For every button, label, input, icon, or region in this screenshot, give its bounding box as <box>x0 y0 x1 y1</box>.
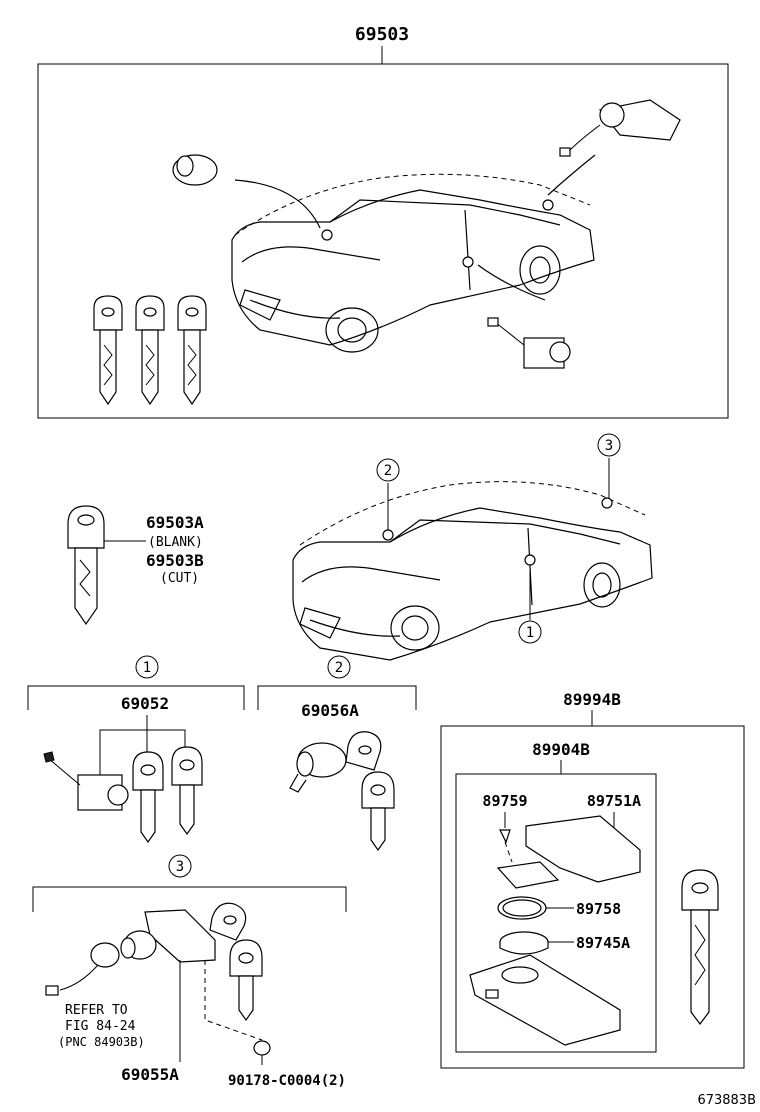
key-top-1 <box>93 295 123 406</box>
refer-line-2: FIG 84-24 <box>65 1019 136 1034</box>
dashed-leader-screw <box>204 960 263 1041</box>
label-89758: 89758 <box>576 900 621 918</box>
cover-89751A <box>525 815 641 883</box>
callout-2: 2 <box>335 660 343 676</box>
callout-circle-2 <box>327 655 351 679</box>
key-top-2 <box>135 295 165 406</box>
key-group3-b <box>229 939 263 1022</box>
figure-id: 673883B <box>697 1093 756 1108</box>
arrow-trunk <box>547 154 596 196</box>
label-69503B: 69503B <box>146 551 204 570</box>
callout-1-car: 1 <box>526 625 534 641</box>
key-top-3 <box>177 295 207 406</box>
key-group2-b <box>361 771 395 852</box>
battery-89745A <box>499 931 549 955</box>
hood-cylinder-2 <box>289 742 347 793</box>
bracket-group-3 <box>32 886 347 912</box>
assembly-box <box>37 63 729 419</box>
refer-line-1: REFER TO <box>65 1003 128 1018</box>
callout-circle-2-car <box>376 458 400 482</box>
remote-kit-box <box>440 725 745 1069</box>
callout-circle-1 <box>135 655 159 679</box>
arrow-door <box>477 264 546 301</box>
callout-circle-3 <box>168 854 192 878</box>
callout-3: 3 <box>176 859 184 875</box>
key-group2-a <box>345 731 382 771</box>
screw-90178 <box>253 1040 271 1065</box>
label-blank-note: (BLANK) <box>148 535 203 550</box>
key-group1-a <box>132 751 164 844</box>
trunk-lock-top <box>559 99 681 157</box>
label-90178: 90178-C0004(2) <box>228 1073 346 1089</box>
plate <box>496 861 560 889</box>
label-89994B: 89994B <box>563 690 621 709</box>
label-69055A: 69055A <box>121 1065 179 1084</box>
arrow-hood <box>234 179 321 229</box>
remote-case <box>469 954 621 1046</box>
car-drawing-top <box>231 173 595 353</box>
callout-1: 1 <box>143 660 151 676</box>
label-69056A: 69056A <box>301 701 359 720</box>
label-89759: 89759 <box>482 792 527 810</box>
bracket-group-2 <box>257 685 417 710</box>
callout-2-car: 2 <box>384 463 392 479</box>
door-cylinder-1 <box>43 751 129 811</box>
key-group3-a <box>209 902 247 941</box>
leader-69052 <box>99 715 186 778</box>
key-blank <box>67 505 105 626</box>
bracket-group-1 <box>27 685 245 710</box>
switch-connector-3 <box>45 942 120 996</box>
label-89751A: 89751A <box>587 792 641 810</box>
label-69503A: 69503A <box>146 513 204 532</box>
label-69503: 69503 <box>355 24 409 45</box>
mechanical-key-remote <box>681 869 719 1025</box>
door-lock-top <box>487 317 571 369</box>
label-cut-note: (CUT) <box>160 571 199 586</box>
remote-sub-box <box>455 773 657 1053</box>
ring-89758 <box>497 896 547 920</box>
car-drawing-middle <box>292 481 653 661</box>
screw-89759 <box>499 829 513 863</box>
cylinder-hood-top <box>172 154 218 186</box>
key-group1-b <box>171 746 203 836</box>
callout-3-car: 3 <box>605 438 613 454</box>
label-89904B: 89904B <box>532 740 590 759</box>
refer-line-3: (PNC 84903B) <box>58 1035 145 1049</box>
callout-circle-3-car <box>597 433 621 457</box>
label-69052: 69052 <box>121 694 169 713</box>
trunk-cylinder-3 <box>120 909 216 963</box>
callout-circle-1-car <box>518 620 542 644</box>
label-89745A: 89745A <box>576 934 630 952</box>
